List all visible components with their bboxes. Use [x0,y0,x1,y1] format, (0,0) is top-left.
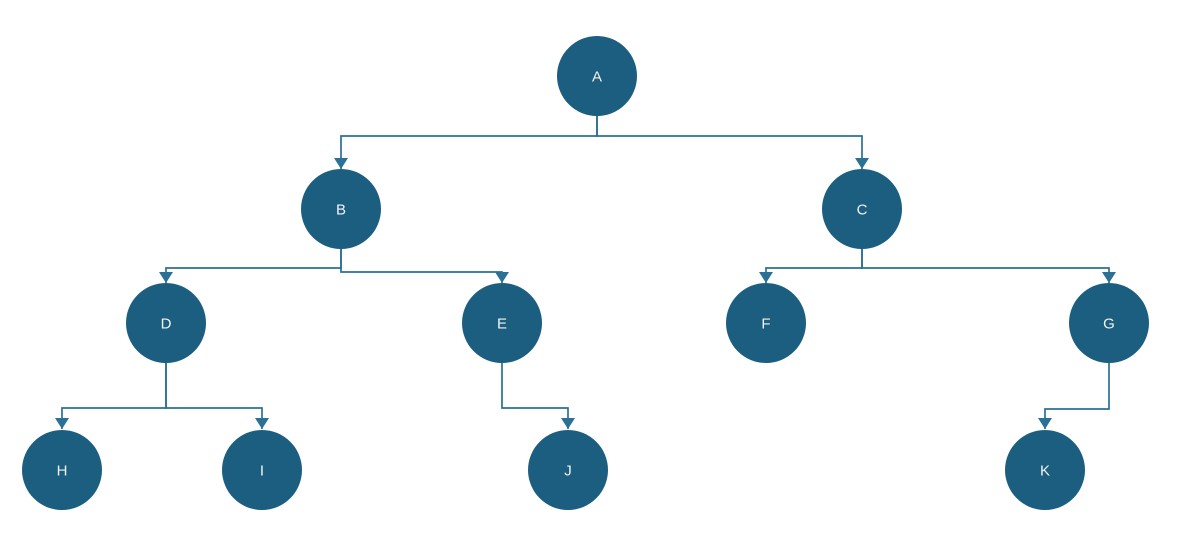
node-H[interactable]: H [22,430,102,510]
node-B-circle[interactable] [301,169,381,249]
node-G-label: G [1103,315,1115,332]
node-K[interactable]: K [1005,430,1085,510]
node-I-label: I [260,462,264,479]
edge-B-E [340,249,503,283]
node-C[interactable]: C [822,169,902,249]
edge-D-H [61,363,167,429]
node-I[interactable]: I [222,430,302,510]
node-A-circle[interactable] [557,36,637,116]
edge-A-B-arrowhead-icon [334,158,348,169]
edge-C-G-arrowhead-icon [1102,272,1116,283]
edge-D-H-arrowhead-icon [55,418,69,429]
node-A[interactable]: A [557,36,637,116]
node-K-circle[interactable] [1005,430,1085,510]
node-D[interactable]: D [126,283,206,363]
node-J-circle[interactable] [528,430,608,510]
node-A-label: A [592,68,602,85]
edge-D-I-arrowhead-icon [255,418,269,429]
node-B[interactable]: B [301,169,381,249]
node-E[interactable]: E [462,283,542,363]
node-F[interactable]: F [726,283,806,363]
node-E-label: E [497,315,507,332]
edge-C-G [861,249,1110,283]
node-F-label: F [761,315,770,332]
node-G-circle[interactable] [1069,283,1149,363]
edge-C-F-arrowhead-icon [759,272,773,283]
edge-A-C-arrowhead-icon [855,158,869,169]
node-E-circle[interactable] [462,283,542,363]
node-D-label: D [161,315,172,332]
node-F-circle[interactable] [726,283,806,363]
edge-G-K [1044,363,1110,429]
node-D-circle[interactable] [126,283,206,363]
node-J[interactable]: J [528,430,608,510]
node-J-label: J [564,462,572,479]
edge-E-J-arrowhead-icon [561,418,575,429]
edge-C-F [765,249,863,283]
edge-B-E-arrowhead-icon [495,272,509,283]
edge-G-K-arrowhead-icon [1038,418,1052,429]
edge-A-C [596,116,863,169]
node-G[interactable]: G [1069,283,1149,363]
node-C-circle[interactable] [822,169,902,249]
node-I-circle[interactable] [222,430,302,510]
node-C-label: C [857,201,868,218]
node-K-label: K [1040,462,1050,479]
edge-D-I [165,363,263,429]
edge-A-B [340,116,598,169]
edge-B-D [165,249,342,283]
edge-E-J [501,363,569,429]
node-B-label: B [336,201,346,218]
node-H-label: H [57,462,68,479]
edge-B-D-arrowhead-icon [159,272,173,283]
node-H-circle[interactable] [22,430,102,510]
